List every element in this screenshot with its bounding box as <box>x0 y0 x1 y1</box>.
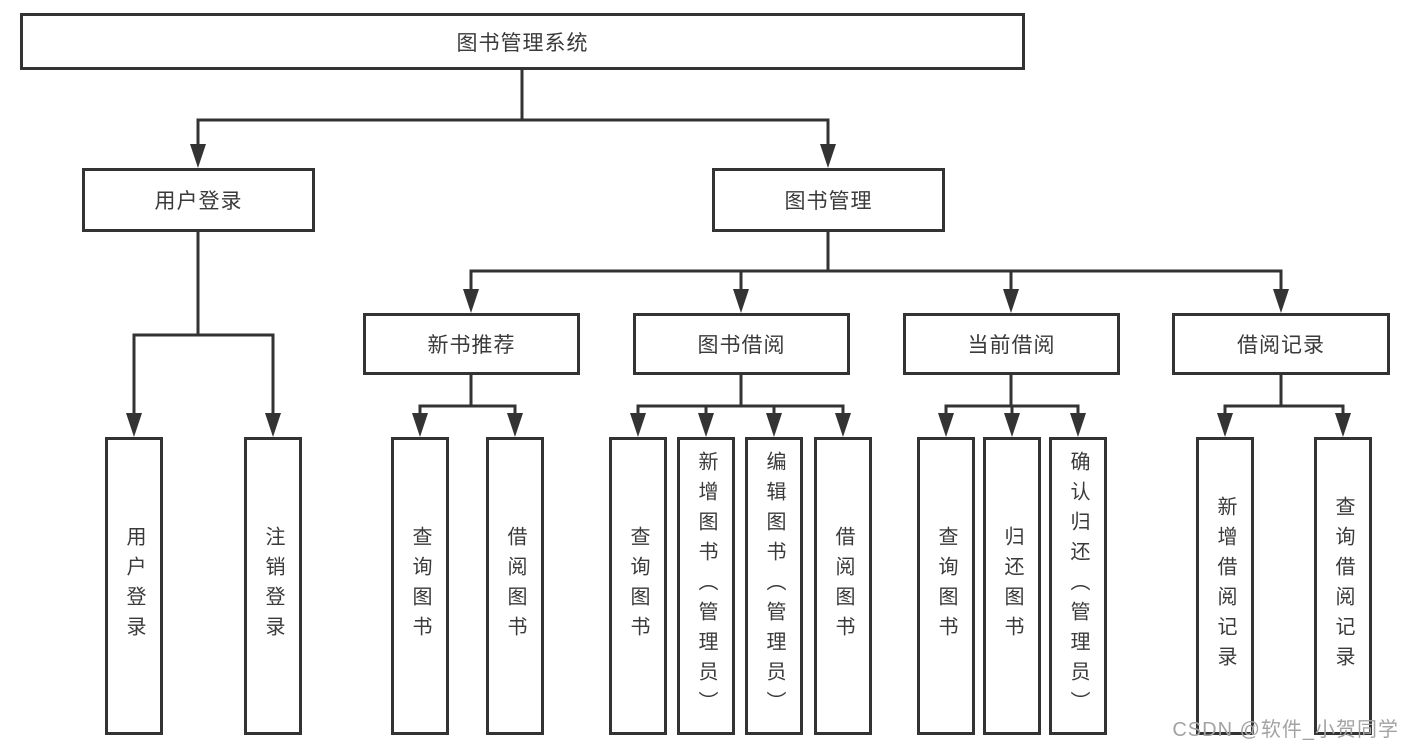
node-label: 编辑图书（管理员） <box>763 451 785 721</box>
arrow-down-icon <box>265 413 281 437</box>
arrow-down-icon <box>126 413 142 437</box>
arrow-down-icon <box>835 413 851 437</box>
arrow-down-icon <box>1217 413 1233 437</box>
leaf-user-login: 用户登录 <box>105 437 163 735</box>
node-new-book-recommend: 新书推荐 <box>363 313 580 375</box>
edge-root-branch <box>196 118 830 146</box>
node-label: 查询图书 <box>409 526 431 646</box>
leaf-query-books-current: 查询图书 <box>917 437 975 735</box>
arrow-down-icon <box>190 144 206 168</box>
edge-newbook-branch <box>418 404 517 415</box>
node-label: 查询图书 <box>627 526 649 646</box>
arrow-down-icon <box>1273 289 1289 313</box>
node-label: 新增借阅记录 <box>1214 496 1236 676</box>
arrow-down-icon <box>766 413 782 437</box>
leaf-add-borrow-record: 新增借阅记录 <box>1196 437 1254 735</box>
connector-paths <box>132 69 1345 415</box>
leaf-query-books-borrow: 查询图书 <box>609 437 667 735</box>
node-label: 确认归还（管理员） <box>1067 451 1089 721</box>
arrow-down-icon <box>630 413 646 437</box>
node-label: 新增图书（管理员） <box>695 451 717 721</box>
edge-borrow-branch <box>636 404 845 415</box>
node-label: 用户登录 <box>123 526 145 646</box>
node-user-login: 用户登录 <box>82 168 315 232</box>
node-label: 当前借阅 <box>967 334 1056 357</box>
arrowheads <box>126 144 1351 437</box>
node-book-borrowing: 图书借阅 <box>633 313 850 375</box>
arrow-down-icon <box>938 413 954 437</box>
leaf-query-books-recommend: 查询图书 <box>391 437 449 735</box>
arrow-down-icon <box>463 289 479 313</box>
node-label: 归还图书 <box>1001 526 1023 646</box>
node-label: 借阅图书 <box>504 526 526 646</box>
node-label: 图书管理系统 <box>456 31 589 55</box>
csdn-watermark: CSDN @软件_小贺同学 <box>1172 719 1399 741</box>
leaf-logout: 注销登录 <box>244 437 302 735</box>
arrow-down-icon <box>698 413 714 437</box>
leaf-query-borrow-record: 查询借阅记录 <box>1314 437 1372 735</box>
arrow-down-icon <box>1003 289 1019 313</box>
edge-records-branch <box>1223 404 1345 415</box>
leaf-edit-books-admin: 编辑图书（管理员） <box>745 437 803 735</box>
node-label: 查询借阅记录 <box>1332 496 1354 676</box>
arrow-down-icon <box>507 413 523 437</box>
arrow-down-icon <box>733 289 749 313</box>
node-label: 借阅图书 <box>832 526 854 646</box>
node-label: 用户登录 <box>154 190 243 213</box>
edge-userlogin-branch <box>132 333 275 415</box>
node-label: 查询图书 <box>935 526 957 646</box>
node-label: 注销登录 <box>262 526 284 646</box>
node-book-management: 图书管理 <box>712 168 945 232</box>
node-label: 借阅记录 <box>1237 334 1325 357</box>
arrow-down-icon <box>1004 413 1020 437</box>
leaf-add-books-admin: 新增图书（管理员） <box>677 437 735 735</box>
edge-bookmgmt-branch <box>469 269 1283 291</box>
leaf-borrow-books-recommend: 借阅图书 <box>486 437 544 735</box>
arrow-down-icon <box>1070 413 1086 437</box>
node-label: 图书借阅 <box>697 334 786 357</box>
arrow-down-icon <box>820 144 836 168</box>
node-library-management-system: 图书管理系统 <box>20 13 1025 70</box>
arrow-down-icon <box>1335 413 1351 437</box>
node-label: 图书管理 <box>784 190 873 213</box>
arrow-down-icon <box>412 413 428 437</box>
node-current-borrowing: 当前借阅 <box>903 313 1120 375</box>
node-label: 新书推荐 <box>427 334 516 357</box>
leaf-borrow-books: 借阅图书 <box>814 437 872 735</box>
leaf-confirm-return-admin: 确认归还（管理员） <box>1049 437 1107 735</box>
node-borrowing-records: 借阅记录 <box>1172 313 1390 375</box>
leaf-return-books: 归还图书 <box>983 437 1041 735</box>
